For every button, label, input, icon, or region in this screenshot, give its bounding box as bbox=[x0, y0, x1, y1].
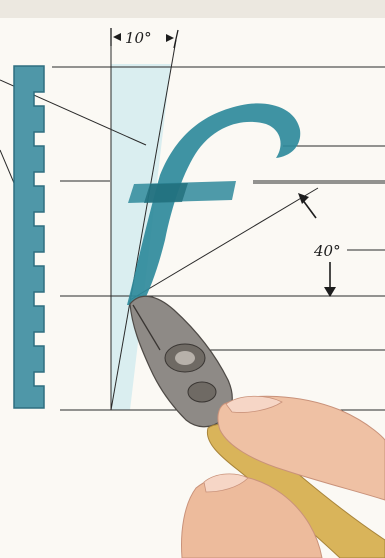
slant-angle-label: 10° bbox=[125, 29, 152, 47]
pen-width-ladder bbox=[14, 66, 44, 408]
paper-top-edge bbox=[0, 0, 385, 18]
pen-nib-ornament-detail bbox=[175, 351, 195, 365]
pen-angle-label: 40° bbox=[313, 242, 341, 260]
pen-nib-ornament-lower bbox=[188, 382, 216, 402]
letter-f-crossbar-overlap bbox=[144, 183, 188, 203]
